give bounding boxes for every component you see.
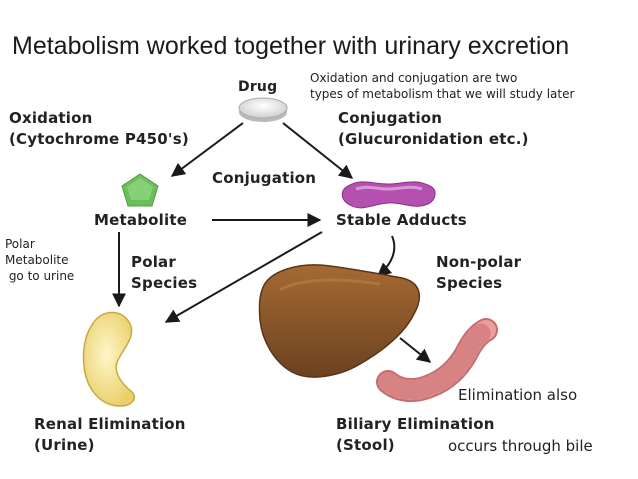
intestine-icon: [376, 318, 498, 403]
note-elimination-a: Elimination also: [458, 386, 578, 404]
label-biliary-elimination: Biliary Elimination (Stool): [336, 414, 495, 456]
adduct-icon: [341, 181, 436, 209]
note-top-line-1: Oxidation and conjugation are two: [310, 71, 518, 85]
label-renal-elimination: Renal Elimination (Urine): [34, 414, 186, 456]
label-conjugation-mid: Conjugation: [212, 169, 317, 187]
label-polar-species-line-2: Species: [131, 274, 198, 292]
slide-title: Metabolism worked together with urinary …: [12, 32, 570, 60]
arrow-drug-to-adducts: [282, 122, 354, 179]
pill-icon: [238, 97, 288, 122]
label-stable-adducts: Stable Adducts: [336, 211, 467, 229]
label-oxidation-line-2: (Cytochrome P450's): [9, 130, 189, 148]
label-drug: Drug: [238, 79, 278, 95]
label-biliary-line-1: Biliary Elimination: [336, 415, 495, 433]
note-polar-line-1: Polar: [5, 237, 35, 251]
arrow-adducts-to-kidney: [164, 231, 323, 323]
label-oxidation: Oxidation (Cytochrome P450's): [9, 108, 189, 150]
label-conjugation-right: Conjugation (Glucuronidation etc.): [338, 108, 529, 150]
note-top-line-2: types of metabolism that we will study l…: [310, 87, 575, 101]
label-metabolite: Metabolite: [94, 211, 188, 229]
arrow-drug-to-metabolite: [170, 122, 244, 177]
flow-arrows: [112, 122, 432, 363]
note-polar-line-3: go to urine: [5, 269, 75, 283]
label-conjugation-right-line-2: (Glucuronidation etc.): [338, 130, 529, 148]
label-renal-line-2: (Urine): [34, 436, 95, 454]
note-top: Oxidation and conjugation are two types …: [310, 70, 574, 102]
note-polar-line-2: Metabolite: [5, 253, 69, 267]
label-conjugation-right-line-1: Conjugation: [338, 109, 443, 127]
arrow-liver-to-intestine: [399, 337, 432, 363]
pentagon-icon: [121, 173, 159, 207]
kidney-icon: [82, 311, 136, 407]
label-polar-species-line-1: Polar: [131, 253, 176, 271]
note-elimination-b: occurs through bile: [448, 437, 593, 455]
label-polar-species: Polar Species: [131, 252, 197, 294]
label-nonpolar-species-line-1: Non-polar: [436, 253, 522, 271]
arrow-adducts-to-liver: [376, 235, 396, 277]
label-renal-line-1: Renal Elimination: [34, 415, 186, 433]
label-nonpolar-species: Non-polar Species: [436, 252, 521, 294]
liver-icon: [258, 264, 421, 378]
label-biliary-line-2: (Stool): [336, 436, 395, 454]
label-oxidation-line-1: Oxidation: [9, 109, 93, 127]
note-polar: Polar Metabolite go to urine: [5, 236, 74, 284]
label-nonpolar-species-line-2: Species: [436, 274, 503, 292]
